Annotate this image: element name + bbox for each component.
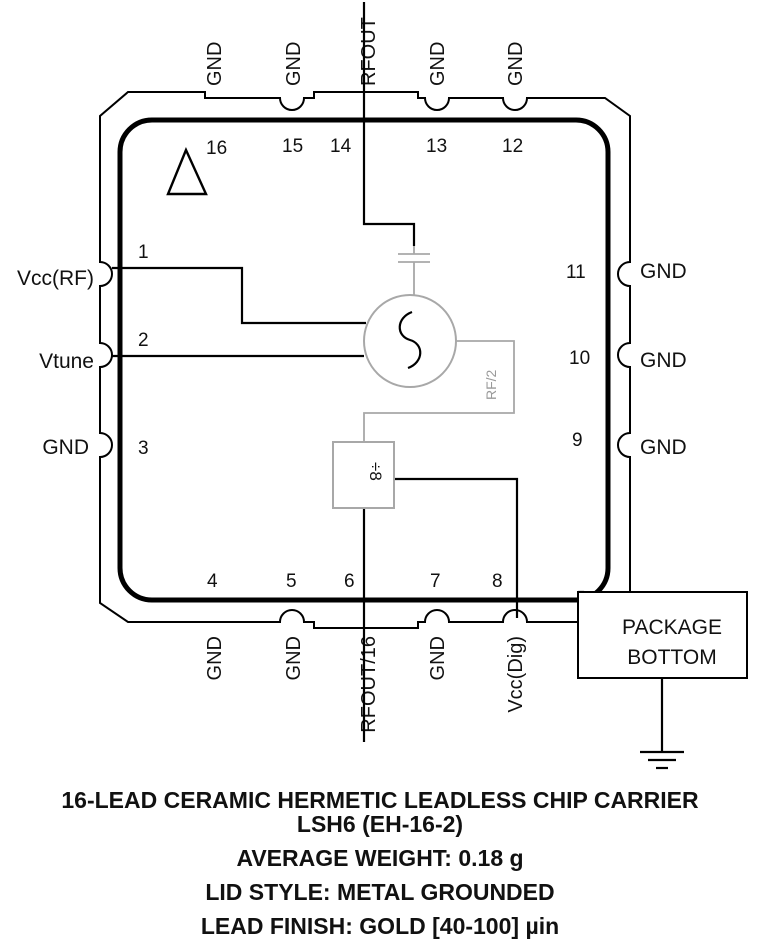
pin-8-name: Vcc(Dig) [505,636,527,713]
top-pin-labels: GND GND RFOUT GND GND [204,17,527,86]
pin-12-name: GND [505,42,527,86]
pin-16-number: 16 [206,138,227,159]
pin-16-name: GND [204,42,226,86]
rf-half-label: RF/2 [483,369,499,400]
bottom-pin-numbers: 4 5 6 7 8 [207,571,503,592]
pin-6-name: RFOUT/16 [358,636,380,733]
top-pin-numbers: 16 15 14 13 12 [206,136,523,159]
pin-2-name: Vtune [39,350,94,373]
pin-12-number: 12 [502,136,523,157]
pin-5-name: GND [283,636,305,680]
ground-icon [640,678,684,770]
bottom-pin-labels: GND GND RFOUT/16 GND Vcc(Dig) [204,636,527,733]
pin-3-name: GND [42,436,89,459]
pin-4-number: 4 [207,571,218,592]
pin-9-number: 9 [572,430,583,451]
pin-14-name: RFOUT [358,17,380,86]
pin-9-name: GND [640,436,687,459]
pin1-indicator-triangle [166,146,208,196]
pin-15-name: GND [283,42,305,86]
pin-11-number: 11 [566,262,586,283]
pin-13-number: 13 [426,136,447,157]
caption-line-1: 16-LEAD CERAMIC HERMETIC LEADLESS CHIP C… [61,787,699,813]
pin-11-name: GND [640,260,687,283]
rfout-wire [362,2,416,246]
vccdig-wire [394,477,519,618]
pin-13-name: GND [427,42,449,86]
pin-7-number: 7 [430,571,441,592]
pin-6-number: 6 [344,571,355,592]
pin-14-number: 14 [330,136,352,157]
pin-1-name: Vcc(RF) [17,267,94,290]
pin-1-number: 1 [138,242,149,263]
caption-line-4: LID STYLE: METAL GROUNDED [205,879,555,905]
divider-label: ÷8 [366,462,385,481]
left-pin-labels: Vcc(RF) Vtune GND 1 2 3 [17,242,149,459]
rf-half-wire [363,340,515,442]
pin-2-number: 2 [138,330,149,351]
caption-line-2: LSH6 (EH-16-2) [296,811,464,837]
package-bottom-box [577,591,748,679]
pin-5-number: 5 [286,571,297,592]
caption-line-5: LEAD FINISH: GOLD [40-100] µin [200,913,560,939]
package-bottom-line1: PACKAGE [622,616,722,639]
caption-line-3: AVERAGE WEIGHT: 0.18 g [236,845,524,871]
pin-8-number: 8 [492,571,503,592]
pin-10-name: GND [640,349,687,372]
pin-10-number: 10 [569,348,590,369]
right-pin-labels: GND GND GND 11 10 9 [566,260,687,459]
pin-3-number: 3 [138,438,149,459]
pin-15-number: 15 [282,136,303,157]
package-bottom-line2: BOTTOM [627,646,716,669]
pin-7-name: GND [427,636,449,680]
coupling-capacitor [398,246,430,296]
pin-4-name: GND [204,636,226,680]
vccrf-wire [112,266,366,325]
divider-block [332,441,395,509]
vco-oscillator-symbol [363,294,457,388]
